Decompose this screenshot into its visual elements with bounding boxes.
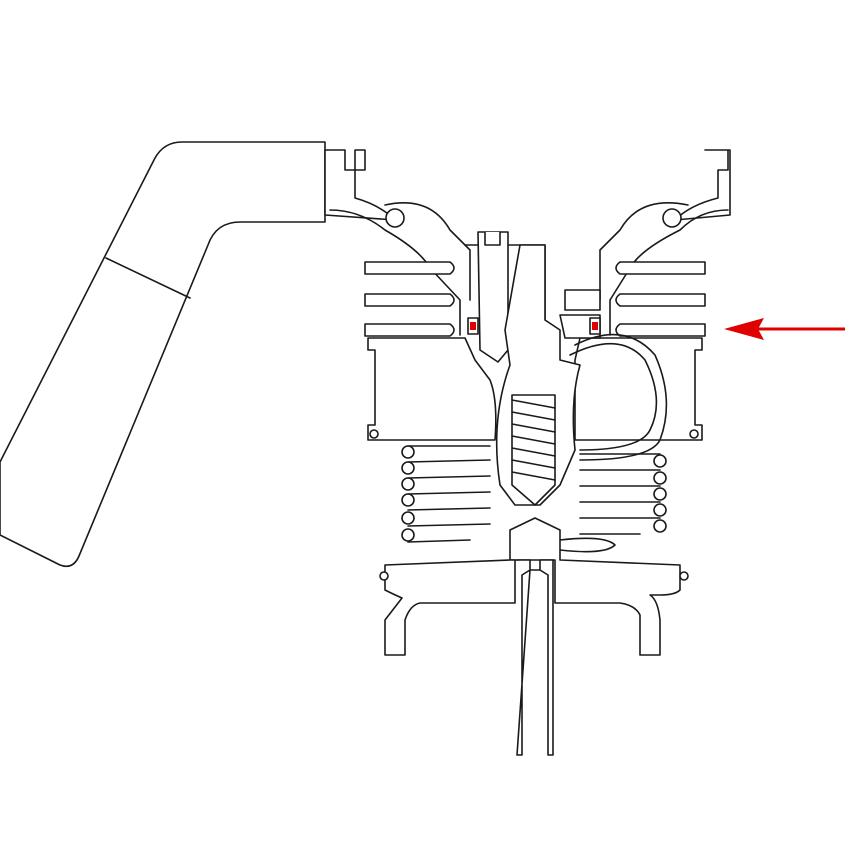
top-bracket-right — [599, 149, 731, 336]
spring — [511, 394, 556, 506]
seal-right — [592, 322, 598, 330]
return-tube — [559, 333, 668, 553]
seal-markers — [467, 317, 601, 335]
lever-handle — [0, 141, 326, 568]
lower-flange — [379, 517, 689, 756]
top-bracket-left — [324, 149, 471, 336]
heating-coils — [401, 445, 667, 543]
valve-stem — [464, 231, 601, 506]
red-arrow-icon — [724, 318, 845, 340]
valve-housing — [367, 337, 703, 441]
cooling-fins — [364, 261, 706, 337]
seal-left — [470, 322, 476, 330]
